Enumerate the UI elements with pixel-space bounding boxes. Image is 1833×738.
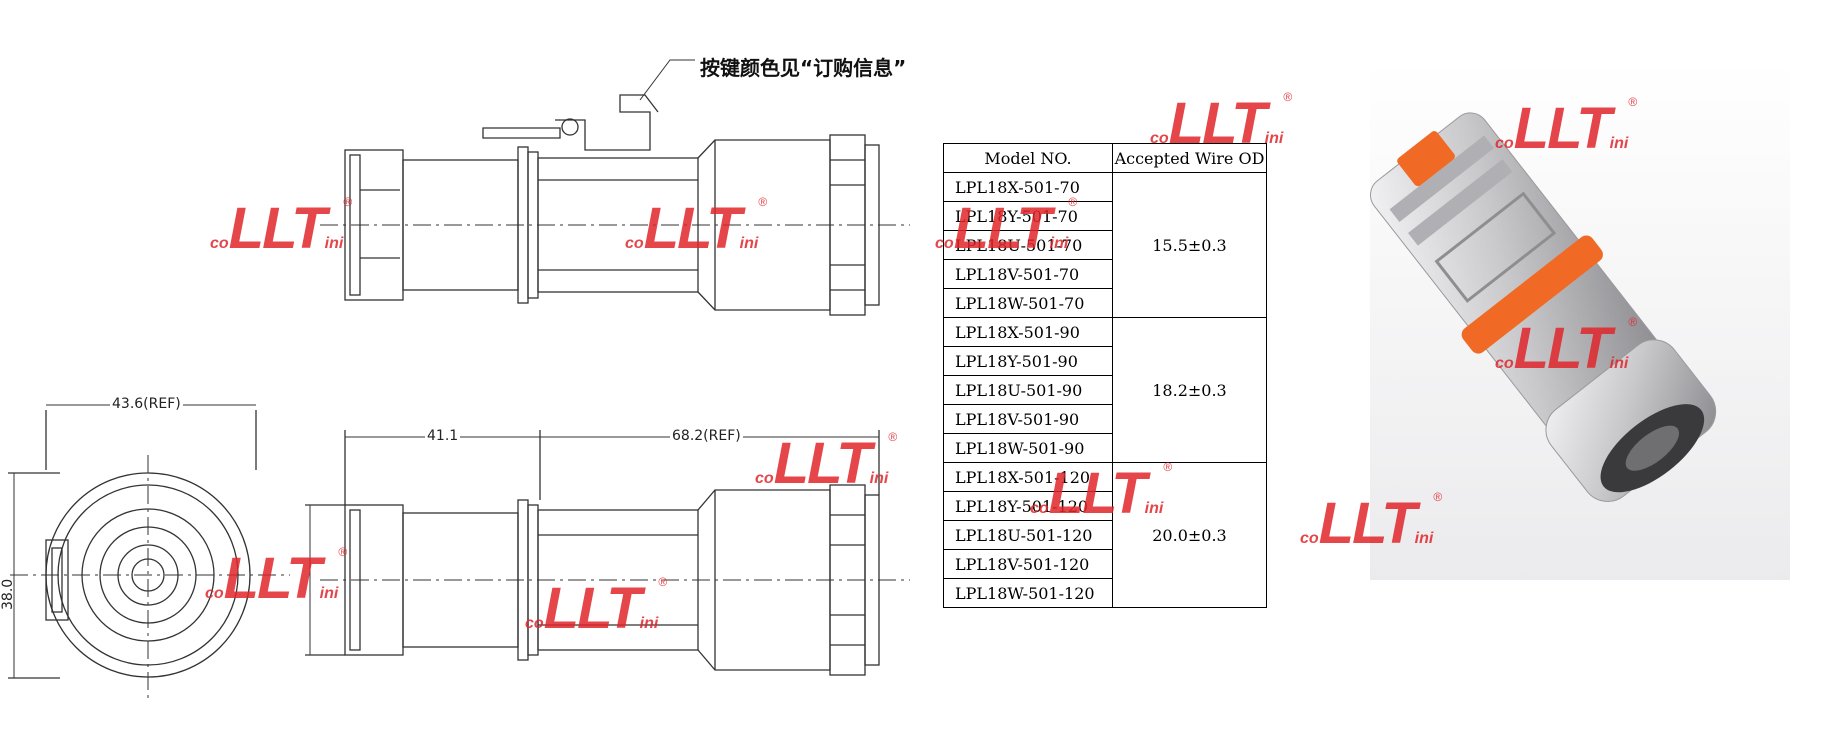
wire-od-cell: 20.0±0.3	[1112, 462, 1267, 608]
side-view-top	[320, 59, 910, 316]
table-row: LPL18V-501-90	[943, 404, 1267, 434]
table-row: LPL18Y-501-70	[943, 201, 1267, 231]
model-cell: LPL18U-501-90	[943, 375, 1113, 405]
header-wire-od: Accepted Wire OD	[1112, 143, 1267, 173]
model-cell: LPL18X-501-70	[943, 172, 1113, 202]
model-cell: LPL18V-501-90	[943, 404, 1113, 434]
model-cell: LPL18Y-501-120	[943, 491, 1113, 521]
button-color-callout: 按键颜色见“订购信息”	[700, 56, 907, 80]
dim-height: 38.0	[0, 578, 16, 610]
model-cell: LPL18W-501-120	[943, 578, 1113, 608]
model-cell: LPL18Y-501-70	[943, 201, 1113, 231]
model-cell: LPL18W-501-70	[943, 288, 1113, 318]
table-row: LPL18U-501-70	[943, 230, 1267, 260]
side-view-bottom	[305, 430, 910, 676]
model-cell: LPL18X-501-90	[943, 317, 1113, 347]
wire-od-cell: 15.5±0.3	[1112, 172, 1267, 318]
model-cell: LPL18U-501-120	[943, 520, 1113, 550]
model-cell: LPL18W-501-90	[943, 433, 1113, 463]
table-row: LPL18U-501-90	[943, 375, 1267, 405]
wire-od-cell: 18.2±0.3	[1112, 317, 1267, 463]
header-model-no: Model NO.	[943, 143, 1113, 173]
model-cell: LPL18Y-501-90	[943, 346, 1113, 376]
table-row: LPL18Y-501-120	[943, 491, 1267, 521]
model-wire-table: Model NO. Accepted Wire OD LPL18X-501-70…	[943, 143, 1267, 608]
model-cell: LPL18X-501-120	[943, 462, 1113, 492]
table-row: LPL18V-501-70	[943, 259, 1267, 289]
model-cell: LPL18V-501-120	[943, 549, 1113, 579]
model-cell: LPL18V-501-70	[943, 259, 1113, 289]
dim-width-ref: 43.6(REF)	[110, 396, 183, 412]
dim-length-front: 41.1	[425, 428, 461, 444]
table-row: LPL18W-501-120	[943, 578, 1267, 608]
table-row: LPL18W-501-70	[943, 288, 1267, 318]
model-cell: LPL18U-501-70	[943, 230, 1113, 260]
table-row: LPL18U-501-120	[943, 520, 1267, 550]
connector-photo	[1370, 60, 1790, 580]
front-view	[8, 404, 290, 700]
dim-length-ref: 68.2(REF)	[670, 428, 743, 444]
table-header-row: Model NO. Accepted Wire OD	[943, 143, 1267, 173]
table-row: LPL18V-501-120	[943, 549, 1267, 579]
